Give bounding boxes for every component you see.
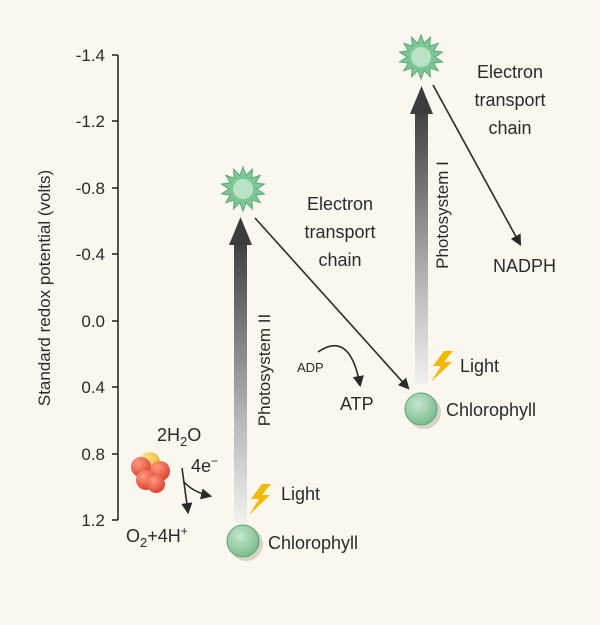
- etc-label-line: chain: [488, 118, 531, 138]
- tick-label: 0.8: [81, 445, 105, 464]
- light-label: Light: [281, 484, 320, 504]
- adp-label: ADP: [297, 360, 324, 375]
- tick-label: -1.2: [76, 112, 105, 131]
- water-reactant-label: 2H2O: [157, 425, 201, 449]
- lightning-icon: [249, 484, 271, 515]
- electron-transport-arrow: [254, 217, 410, 390]
- etc-label-line: chain: [318, 250, 361, 270]
- water-oxidation-arrow: [181, 467, 193, 515]
- tick-label: 0.0: [81, 312, 105, 331]
- atp-synthesis-arrow: [317, 345, 364, 388]
- etc-label-line: Electron: [477, 62, 543, 82]
- chlorophyll-p680-icon: [226, 524, 263, 561]
- electrons-label: 4e−: [191, 454, 218, 476]
- tick-label: -0.4: [76, 245, 105, 264]
- water-product-label: O2+4H+: [126, 524, 188, 550]
- water-molecule-icon: [131, 452, 170, 493]
- electron-transport-arrow: [432, 84, 522, 246]
- photosystem1-arrow: [410, 86, 433, 384]
- tick-label: 0.4: [81, 378, 105, 397]
- redox-axis: -1.4 -1.2 -0.8 -0.4 0.0 0.4 0.8 1.2 Stan…: [35, 46, 119, 530]
- chlorophyll-label: Chlorophyll: [268, 533, 358, 553]
- photosystem1-label: Photosystem I: [433, 161, 452, 269]
- etc-label-line: transport: [474, 90, 545, 110]
- lightning-icon: [431, 351, 453, 382]
- tick-label: 1.2: [81, 511, 105, 530]
- excited-chlorophyll-p680-icon: [220, 165, 266, 213]
- photosystem2-arrow: [229, 217, 252, 522]
- etc-label-line: transport: [304, 222, 375, 242]
- electron-release-arrow: [183, 481, 213, 500]
- excited-chlorophyll-p700-icon: [398, 33, 444, 81]
- chlorophyll-p700-icon: [404, 392, 441, 429]
- photosystem2-label: Photosystem II: [255, 314, 274, 426]
- etc-label-line: Electron: [307, 194, 373, 214]
- axis-title: Standard redox potential (volts): [35, 170, 54, 406]
- tick-label: -0.8: [76, 179, 105, 198]
- chlorophyll-label: Chlorophyll: [446, 400, 536, 420]
- tick-label: -1.4: [76, 46, 105, 65]
- nadph-label: NADPH: [493, 256, 556, 276]
- atp-label: ATP: [340, 394, 374, 414]
- light-label: Light: [460, 356, 499, 376]
